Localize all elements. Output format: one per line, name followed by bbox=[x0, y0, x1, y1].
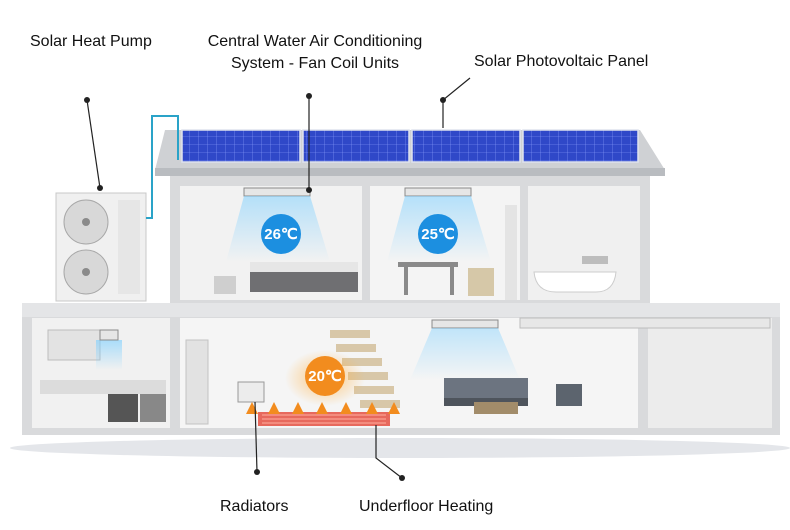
label-radiators: Radiators bbox=[220, 498, 289, 515]
solar-panel-3 bbox=[411, 129, 521, 163]
heat-pump-pipe bbox=[146, 115, 179, 219]
leader-radiators bbox=[254, 401, 258, 473]
temperature-bedroom: 26℃ bbox=[264, 226, 298, 243]
solar-heat-pump-unit bbox=[55, 192, 147, 302]
temperature-badge-bedroom bbox=[261, 214, 301, 254]
solar-panel-4 bbox=[522, 129, 639, 163]
radiator bbox=[237, 381, 265, 403]
label-central-ac-line1: Central Water Air Conditioning bbox=[207, 33, 423, 50]
bathtub bbox=[533, 271, 617, 293]
ground-shadow bbox=[10, 438, 790, 458]
solar-panel-1 bbox=[181, 129, 301, 163]
armchair bbox=[556, 384, 582, 406]
leader-solar-heat-pump bbox=[86, 99, 101, 189]
solar-panel-2 bbox=[302, 129, 410, 163]
lower-floor: 20℃ bbox=[22, 303, 780, 435]
label-underfloor-heating: Underfloor Heating bbox=[359, 498, 494, 515]
label-central-ac-line2: System - Fan Coil Units bbox=[230, 55, 400, 72]
bed bbox=[250, 270, 358, 292]
fan-coil-unit-bedroom bbox=[243, 187, 311, 197]
staircase bbox=[330, 330, 400, 408]
temperature-badge-study bbox=[418, 214, 458, 254]
label-solar-pv-panel: Solar Photovoltaic Panel bbox=[474, 53, 649, 70]
temperature-badge-living bbox=[305, 356, 345, 396]
fan-coil-unit-living bbox=[431, 319, 499, 329]
temperature-living: 20℃ bbox=[308, 368, 342, 385]
side-room bbox=[648, 318, 772, 428]
temperature-study: 25℃ bbox=[421, 226, 455, 243]
leader-underfloor-heating bbox=[375, 425, 403, 479]
fan-coil-unit-study bbox=[404, 187, 472, 197]
label-solar-heat-pump: Solar Heat Pump bbox=[30, 33, 152, 50]
living-room bbox=[180, 318, 638, 428]
leader-dots bbox=[84, 93, 446, 481]
desk bbox=[398, 262, 458, 267]
underfloor-heating bbox=[258, 412, 390, 426]
solar-photovoltaic-panels bbox=[181, 129, 639, 163]
leader-solar-pv-panel bbox=[442, 77, 471, 128]
upper-floor: 26℃ 25℃ bbox=[170, 176, 650, 306]
sofa bbox=[444, 378, 528, 398]
label-central-ac-system: Central Water Air Conditioning System - … bbox=[180, 31, 450, 75]
